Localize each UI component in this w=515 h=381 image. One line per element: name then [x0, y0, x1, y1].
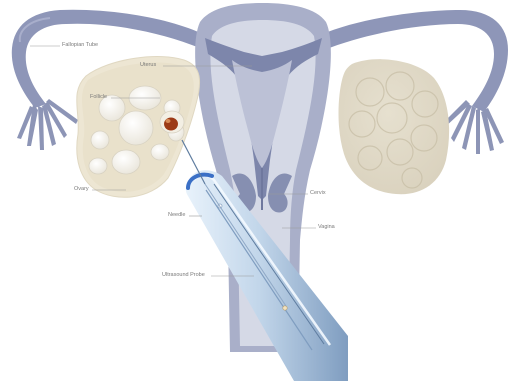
follicle: [119, 111, 153, 145]
left-fimbriae: [17, 99, 78, 150]
follicle: [112, 150, 140, 174]
needle-label: Needle: [168, 213, 185, 219]
right-fimbriae: [442, 100, 504, 154]
follicle: [89, 158, 107, 174]
fallopian-tube-label: Fallopian Tube: [62, 43, 98, 49]
follicle: [91, 131, 109, 149]
right-ovary: [339, 59, 450, 194]
uterus-label: Uterus: [140, 63, 156, 69]
follicle: [151, 144, 169, 160]
ultrasound-probe-label: Ultrasound Probe: [162, 273, 205, 279]
vagina-label: Vagina: [318, 225, 335, 231]
cervix-label: Cervix: [310, 191, 326, 197]
punctured-follicle: [160, 111, 184, 133]
ovary-label: Ovary: [74, 187, 89, 193]
follicle-label: Follicle: [90, 95, 107, 101]
